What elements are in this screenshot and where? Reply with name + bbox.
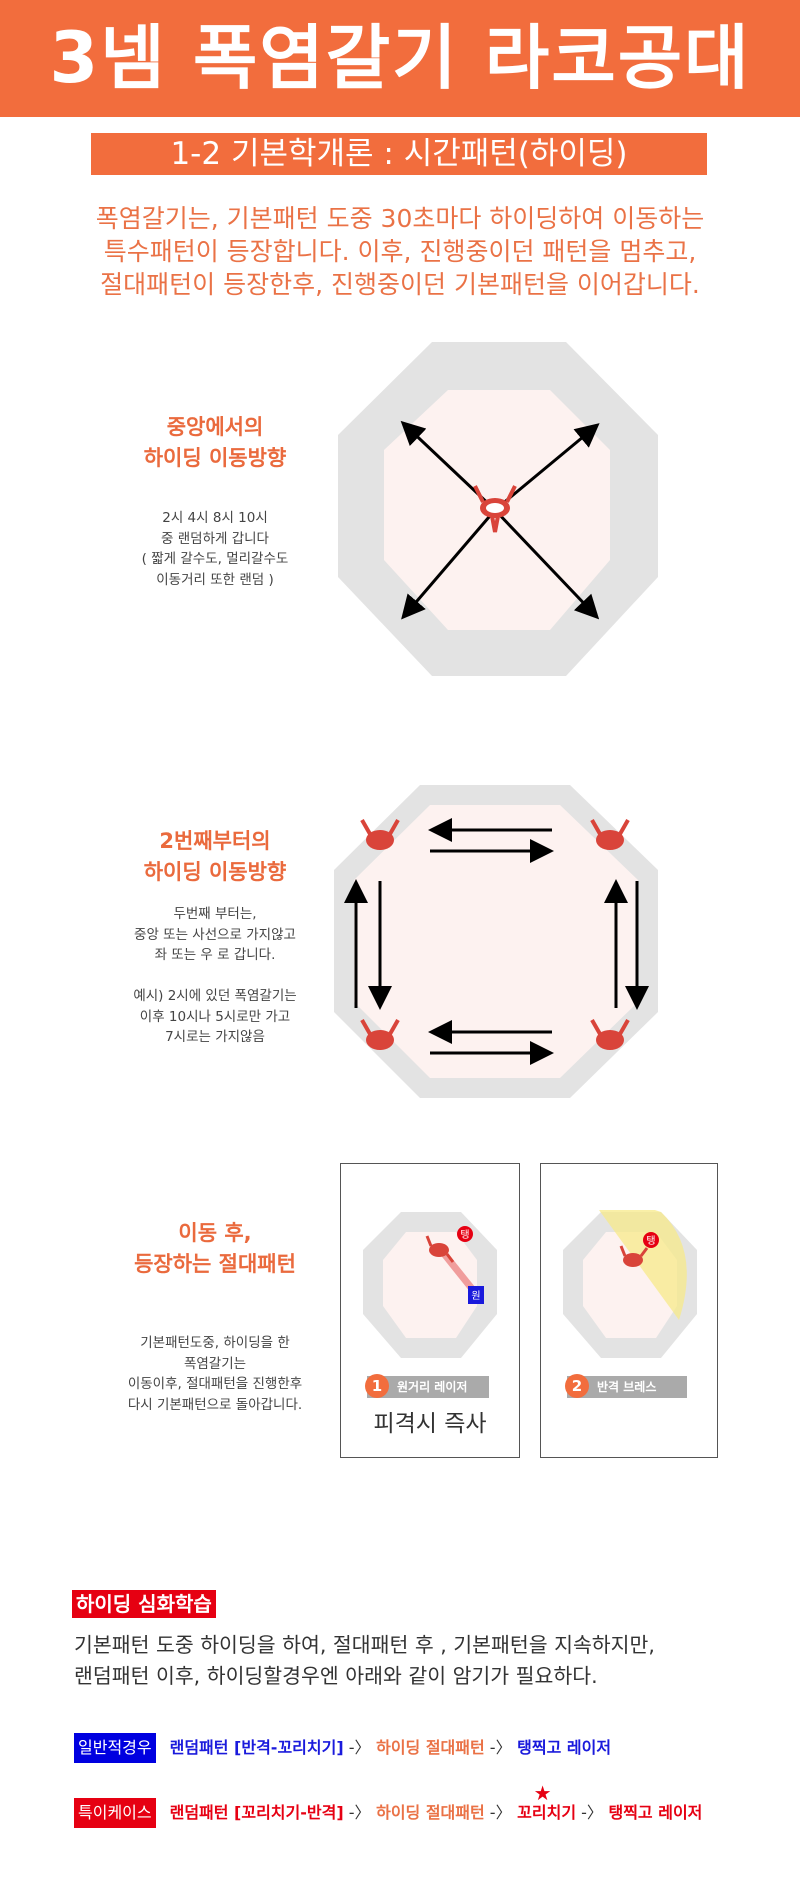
card-label: 2 반격 브레스 xyxy=(565,1374,687,1398)
intro-line: 폭염갈기는, 기본패턴 도중 30초마다 하이딩하여 이동하는 xyxy=(95,204,705,233)
crab-icons xyxy=(360,819,630,1050)
tank-marker xyxy=(457,1226,473,1242)
crab-icon xyxy=(360,819,400,850)
label-text: 반격 브레스 xyxy=(597,1380,657,1394)
arrow: -〉 xyxy=(343,1738,371,1757)
section2-desc: 두번째 부터는, 중앙 또는 사선으로 가지않고 좌 또는 우 로 갑니다. 예… xyxy=(133,906,297,1045)
crab-icon xyxy=(590,819,630,850)
tank-marker xyxy=(643,1232,659,1248)
crab-icon xyxy=(619,1245,649,1267)
special-case-tag: 특이케이스 xyxy=(74,1798,156,1828)
side-movement-diagram xyxy=(334,785,658,1098)
section1-desc: 2시 4시 8시 10시 중 랜덤하게 갑니다 ( 짧게 갈수도, 멀리갈수도 … xyxy=(141,510,289,588)
heading-line: 하이딩 이동방향 xyxy=(143,860,287,884)
intro-text: 폭염갈기는, 기본패턴 도중 30초마다 하이딩하여 이동하는 특수패턴이 등장… xyxy=(0,202,800,301)
card-ranged-laser: 탱 원 1 원거리 레이저 피격시 즉사 xyxy=(340,1163,520,1458)
text-line: 기본패턴 도중 하이딩을 하여, 절대패턴 후 , 기본패턴을 지속하지만, xyxy=(74,1633,655,1657)
card-counter-breath: 탱 2 반격 브레스 xyxy=(540,1163,718,1458)
card-label: 1 원거리 레이저 xyxy=(365,1374,489,1398)
svg-text:원: 원 xyxy=(471,1290,480,1302)
intro-line: 특수패턴이 등장합니다. 이후, 진행중이던 패턴을 멈추고, xyxy=(103,237,697,266)
step-number-badge: 2 xyxy=(565,1374,589,1398)
step: 탱찍고 레이저 xyxy=(511,1738,612,1757)
normal-case-tag: 일반적경우 xyxy=(74,1733,156,1763)
tail-step: ★ 꼬리치기 xyxy=(511,1781,577,1822)
star-icon: ★ xyxy=(533,1781,552,1805)
step: 하이딩 절대패턴 xyxy=(370,1803,485,1822)
arrow: -〉 xyxy=(484,1738,512,1757)
step: 랜덤패턴 [꼬리치기-반격] xyxy=(169,1803,344,1822)
ranged-marker xyxy=(468,1286,484,1304)
step: 탱찍고 레이저 xyxy=(602,1803,703,1822)
heading-line: 하이딩 이동방향 xyxy=(143,446,287,470)
laser-diagram: 탱 원 xyxy=(363,1212,497,1358)
step-number-badge: 1 xyxy=(365,1374,389,1398)
step: 랜덤패턴 [반격-꼬리치기] xyxy=(169,1738,344,1757)
center-movement-diagram xyxy=(338,342,658,676)
arrows xyxy=(344,818,649,1065)
step: 꼬리치기 xyxy=(511,1803,577,1822)
text-line: 랜덤패턴 이후, 하이딩할경우엔 아래와 같이 암기가 필요하다. xyxy=(74,1664,598,1688)
arrow: -〉 xyxy=(343,1803,371,1822)
svg-text:탱: 탱 xyxy=(460,1229,469,1241)
card-note: 피격시 즉사 xyxy=(373,1411,487,1437)
page-title: 3넴 폭염갈기 라코공대 xyxy=(0,0,800,117)
heading-line: 2번째부터의 xyxy=(159,829,271,853)
section1-heading: 중앙에서의 하이딩 이동방향 xyxy=(65,412,365,474)
intro-line: 절대패턴이 등장한후, 진행중이던 기본패턴을 이어갑니다. xyxy=(100,270,700,299)
crab-icon xyxy=(473,485,517,533)
step: 하이딩 절대패턴 xyxy=(370,1738,485,1757)
breath-diagram: 탱 xyxy=(563,1210,697,1358)
arrow: -〉 xyxy=(576,1803,603,1822)
advanced-text: 기본패턴 도중 하이딩을 하여, 절대패턴 후 , 기본패턴을 지속하지만, 랜… xyxy=(74,1630,655,1692)
normal-case-row: 일반적경우 랜덤패턴 [반격-꼬리치기] -〉 하이딩 절대패턴 -〉 탱찍고 레… xyxy=(74,1733,611,1763)
crab-icon xyxy=(425,1235,455,1263)
section2-heading: 2번째부터의 하이딩 이동방향 xyxy=(65,826,365,888)
svg-text:탱: 탱 xyxy=(646,1235,655,1247)
arena-floor xyxy=(354,805,638,1078)
heading-line: 등장하는 절대패턴 xyxy=(134,1252,296,1276)
crab-icon xyxy=(590,1019,630,1050)
heading-line: 중앙에서의 xyxy=(166,415,264,439)
section-subtitle: 1-2 기본학개론 : 시간패턴(하이딩) xyxy=(91,133,707,175)
label-text: 원거리 레이저 xyxy=(397,1380,468,1394)
heading-line: 이동 후, xyxy=(178,1221,252,1245)
crab-icon xyxy=(360,1019,400,1050)
section3-heading: 이동 후, 등장하는 절대패턴 xyxy=(65,1218,365,1280)
advanced-tag: 하이딩 심화학습 xyxy=(72,1590,216,1618)
section3-desc: 기본패턴도중, 하이딩을 한 폭염갈기는 이동이후, 절대패턴을 진행한후 다시… xyxy=(127,1335,303,1413)
arrow: -〉 xyxy=(484,1803,512,1822)
